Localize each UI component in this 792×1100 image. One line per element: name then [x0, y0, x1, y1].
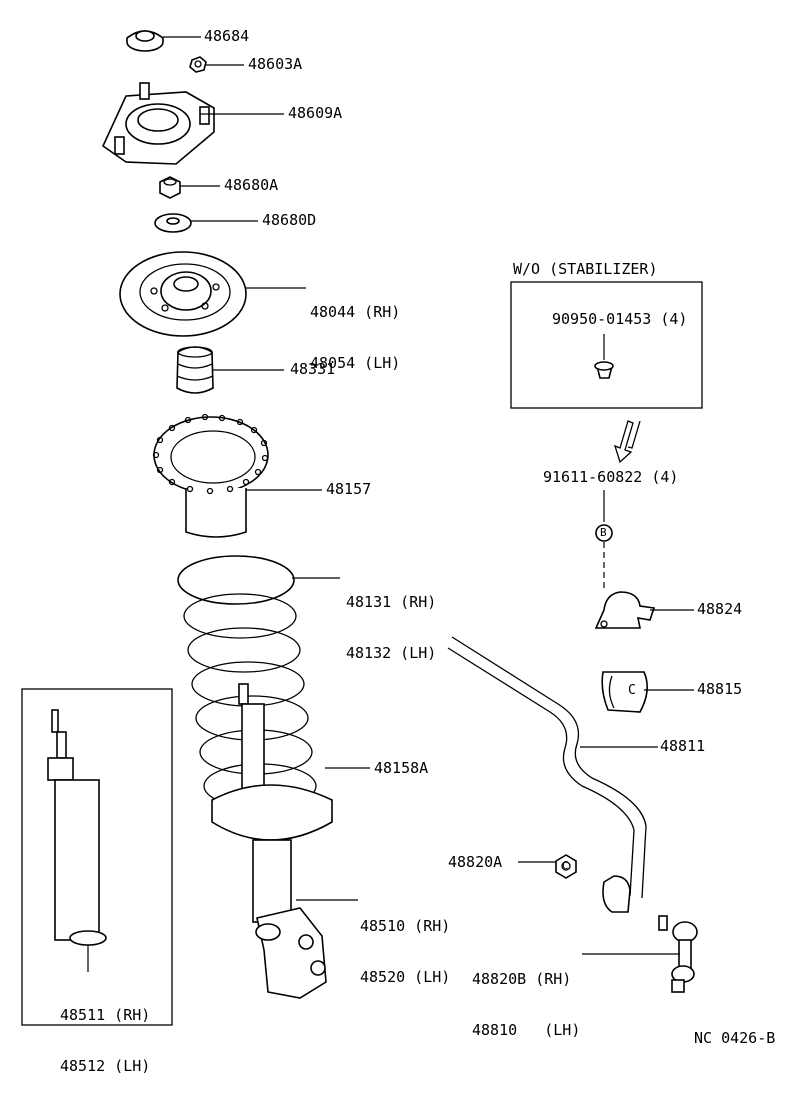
- bolt-marker-letter: B: [600, 526, 607, 539]
- part-48824-bracket: [594, 591, 694, 629]
- label-48131: 48131 (RH): [346, 593, 437, 611]
- part-48511-cartridge: [21, 688, 173, 1026]
- label-48054: 48054 (LH): [310, 354, 401, 372]
- label-48609A: 48609A: [288, 104, 343, 122]
- part-48680D-washer: [154, 213, 258, 233]
- label-48820B: 48820B (RH): [472, 970, 572, 988]
- part-48684-cap: [126, 30, 201, 52]
- part-48680A-nut: [159, 176, 220, 199]
- label-90950: 90950-01453 (4): [552, 310, 688, 328]
- bolt-marker-B: [595, 490, 613, 590]
- part-48044-upper-seat: [119, 251, 306, 337]
- part-48331-bump-stopper: [176, 346, 284, 394]
- hollow-down-arrow-icon: [613, 420, 641, 464]
- part-48815-bushing: [601, 671, 694, 713]
- label-48157: 48157: [326, 480, 372, 498]
- label-48815: 48815: [697, 680, 743, 698]
- nut-marker-letter: C: [562, 859, 569, 872]
- label-48512: 48512 (LH): [60, 1057, 151, 1075]
- label-48824: 48824: [697, 600, 743, 618]
- label-48811: 48811: [660, 737, 706, 755]
- part-48609A-mount: [101, 82, 284, 165]
- label-48520: 48520 (LH): [360, 968, 451, 986]
- label-48680A: 48680A: [224, 176, 279, 194]
- label-48132: 48132 (LH): [346, 644, 437, 662]
- label-48820B-group: 48820B (RH) 48810 (LH): [472, 937, 580, 1056]
- label-48510-group: 48510 (RH) 48520 (LH): [360, 884, 450, 1003]
- part-48811-stabilizer-bar: [447, 636, 658, 913]
- label-48511: 48511 (RH): [60, 1006, 151, 1024]
- label-48044-group: 48044 (RH) 48054 (LH): [310, 270, 400, 389]
- label-48511-group: 48511 (RH) 48512 (LH): [60, 973, 150, 1092]
- label-48680D: 48680D: [262, 211, 317, 229]
- label-48820A: 48820A: [448, 853, 503, 871]
- part-48510-strut: [211, 683, 358, 999]
- label-48044: 48044 (RH): [310, 303, 401, 321]
- label-48684: 48684: [204, 27, 250, 45]
- part-48157-dust-boot: [152, 413, 322, 538]
- part-48820B-link: [582, 915, 698, 993]
- label-91611: 91611-60822 (4): [543, 468, 679, 486]
- wo-stabilizer-box: [510, 281, 703, 409]
- part-48603A-nut: [189, 56, 244, 73]
- part-48820A-nut: [518, 854, 577, 879]
- label-48603A: 48603A: [248, 55, 303, 73]
- bushing-marker-letter: C: [628, 683, 636, 698]
- label-48158A: 48158A: [374, 759, 429, 777]
- label-wo-stabilizer: W/O (STABILIZER): [513, 260, 658, 278]
- label-48131-group: 48131 (RH) 48132 (LH): [346, 560, 436, 679]
- label-48510: 48510 (RH): [360, 917, 451, 935]
- label-48810: 48810 (LH): [472, 1021, 581, 1039]
- reference-code: NC 0426-B: [694, 1029, 776, 1047]
- label-48331: 48331: [290, 360, 336, 378]
